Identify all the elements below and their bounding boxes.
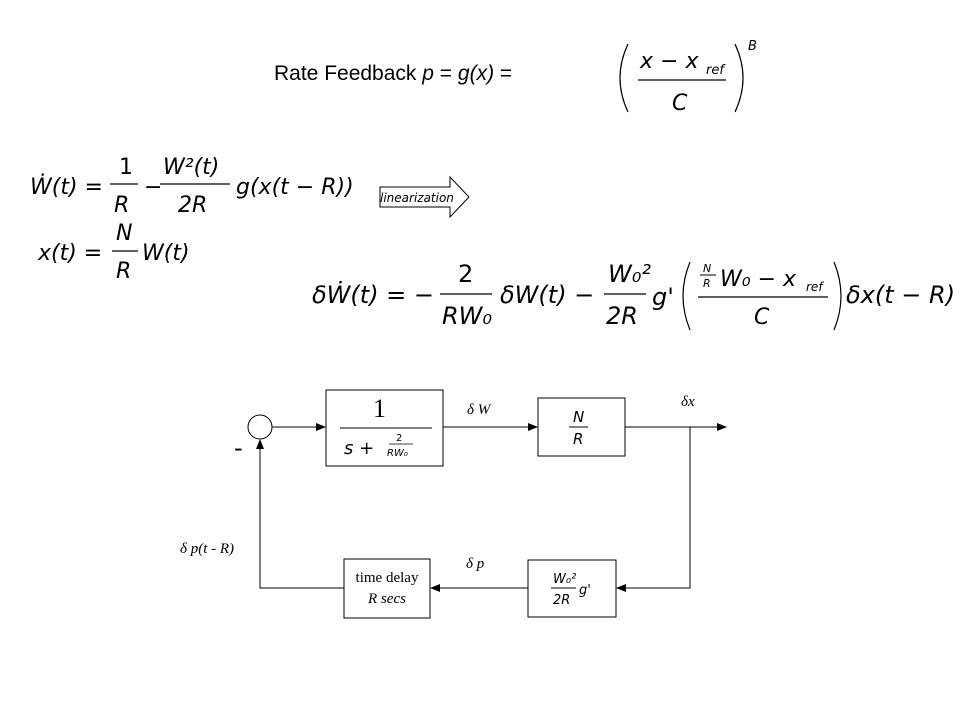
eq1-den2: 2R [178,193,207,218]
eq1-R: R [114,193,129,218]
rate-numerator: x − x [639,49,699,74]
title-arg: (x) [469,62,495,85]
tf1-den-frac-den: RW₀ [387,448,408,459]
rate-ref: ref [706,63,726,78]
label-dW: δ W [467,402,492,418]
lin-lhs: δẆ(t) = − [312,280,434,309]
label-dpR: δ p(t - R) [180,541,234,557]
tf2-num: N [573,408,584,426]
rate-exponent: B [748,39,757,54]
eq2-tail: W(t) [142,241,190,266]
lin-g: g' [652,283,674,311]
lin-den1: RW₀ [442,302,492,330]
lin-num1: 2 [458,260,473,288]
lin-right-paren [833,261,842,331]
title-prefix: Rate Feedback [274,62,423,85]
label-dx: δx [681,394,695,410]
time-delay-block [343,558,431,619]
tf1-num: 1 [373,394,386,423]
arrow-label: linearization [380,191,454,205]
gain-den: 2R [553,593,570,608]
gain-g: g' [579,583,591,598]
title-eq1: = [433,62,458,85]
equation-linearized: δẆ(t) = − 2 RW₀ δW(t) − W₀² 2R g' N R W₀… [312,260,955,331]
right-paren [734,43,744,113]
eq1-one: 1 [119,155,133,180]
lin-mid: δW(t) − [500,281,594,309]
eq1-lhs: Ẇ(t) = [30,174,103,200]
eq2-den: R [116,259,131,284]
equation-queue: x(t) = N R W(t) [37,221,190,284]
equation-window-dynamics: Ẇ(t) = 1 R − W²(t) 2R g(x(t − R)) [30,155,354,218]
lin-inner-frac-num: N [703,262,711,275]
eq1-minus: − [144,175,162,200]
lin-inner-ref: ref [806,280,824,294]
lin-inner-den: C [754,305,770,330]
eq2-lhs: x(t) = [37,241,102,266]
rate-denominator: C [672,91,688,116]
lin-inner-num: W₀ − x [720,267,797,292]
tf2-den: R [573,430,583,448]
lin-tail: δx(t − R) [846,281,955,309]
eq1-tail: g(x(t − R)) [236,175,354,200]
wire-feedback-to-gain [616,427,691,592]
title-eq2: = [494,62,513,85]
label-dp: δ p [466,556,485,572]
gain-num: W₀² [553,572,576,587]
summing-junction [247,414,273,440]
sum-sign: - [234,434,243,462]
delay-line1: time delay [356,570,419,586]
lin-num2: W₀² [608,260,651,288]
rate-formula: x − x ref C B [619,39,757,116]
tf1-den-frac-num: 2 [396,433,402,444]
tf1-den-s: s + [344,438,374,459]
block-diagram: - 1 s + 2 RW₀ N R W₀² 2R g' time delay R… [180,389,727,619]
eq2-num: N [116,221,132,246]
lin-den2: 2R [606,302,638,330]
title-g: g [457,62,470,85]
arrow-shape [379,175,470,219]
eq1-num2: W²(t) [163,155,219,180]
delay-line2: R secs [367,591,406,607]
page-title: Rate Feedback p = g(x) = [274,62,512,86]
wire-delay-to-sum [256,439,344,589]
left-paren [619,43,629,113]
lin-left-paren [682,261,691,331]
title-p: p [422,62,434,85]
lin-inner-frac-den: R [703,277,711,290]
linearization-arrow: linearization [379,175,470,219]
